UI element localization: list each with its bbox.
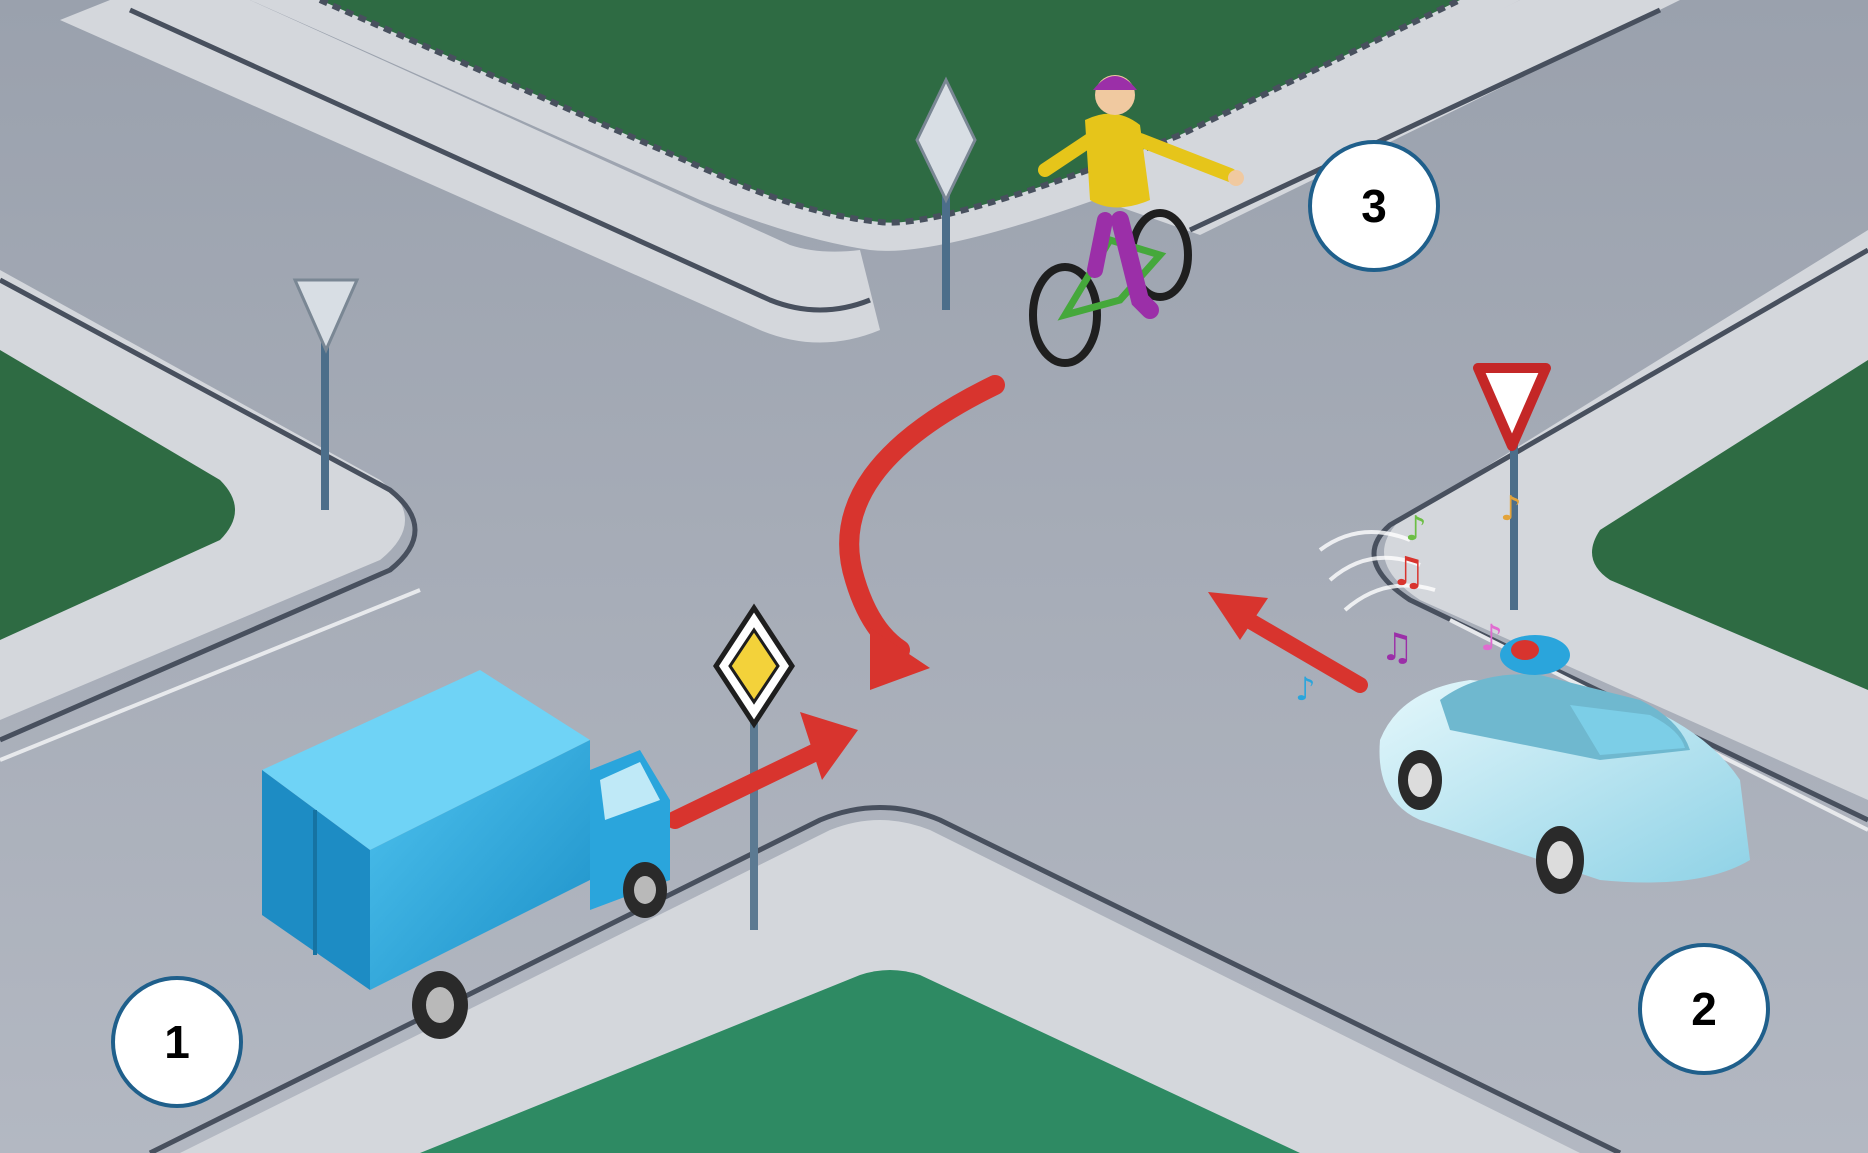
marker-1-label: 1 <box>164 1015 190 1069</box>
svg-text:♪: ♪ <box>1480 618 1503 659</box>
svg-text:♫: ♫ <box>1390 549 1426 595</box>
marker-2-label: 2 <box>1691 982 1717 1036</box>
participant-marker-3: 3 <box>1308 140 1440 272</box>
marker-3-label: 3 <box>1361 179 1387 233</box>
participant-marker-1: 1 <box>111 976 243 1108</box>
svg-text:♪: ♪ <box>1295 670 1315 708</box>
svg-text:♪: ♪ <box>1405 509 1427 549</box>
participant-marker-2: 2 <box>1638 943 1770 1075</box>
svg-text:♪: ♪ <box>1500 489 1522 529</box>
svg-text:♫: ♫ <box>1380 625 1414 669</box>
